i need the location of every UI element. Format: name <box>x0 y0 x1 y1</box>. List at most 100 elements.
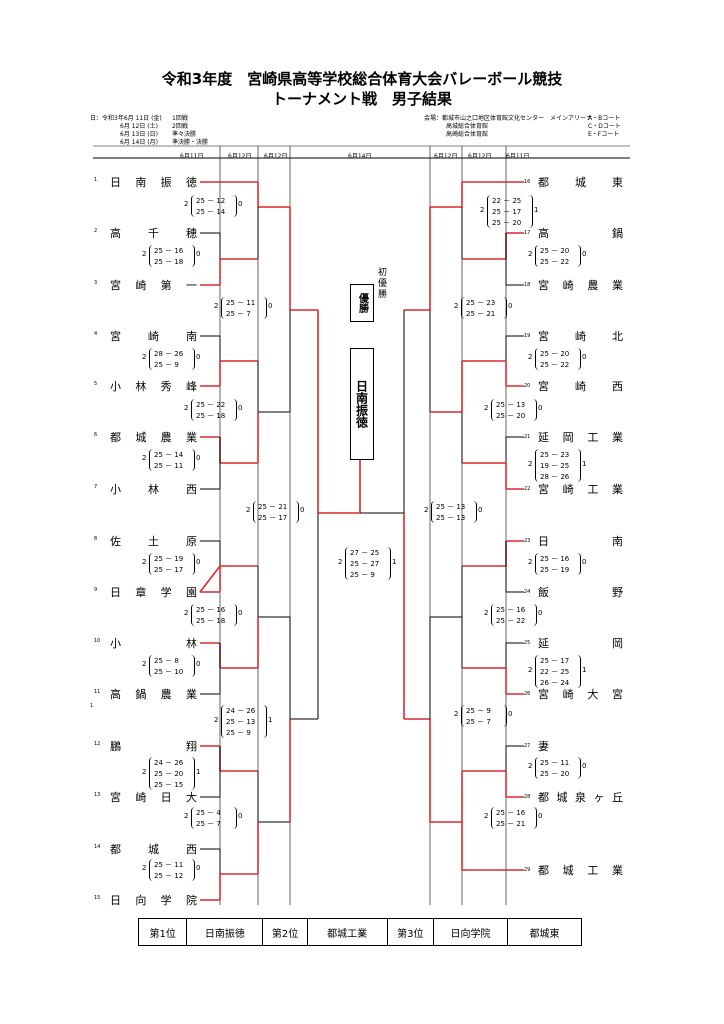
set-score: 25 － 13 <box>226 718 256 726</box>
sets-won: 2 <box>142 353 147 361</box>
team-name: 宮崎農業 <box>538 279 624 292</box>
sets-lost: 0 <box>238 609 243 617</box>
set-score: 25 － 11 <box>154 861 184 869</box>
team-seed: 5 <box>94 381 98 387</box>
sets-won: 2 <box>528 250 533 258</box>
set-score: 25 － 21 <box>466 310 496 318</box>
set-score: 25 － 18 <box>196 412 226 420</box>
team-name: 小林秀峰 <box>110 380 198 393</box>
team-seed: 2 <box>94 228 98 234</box>
team-seed: 6 <box>94 432 98 438</box>
team-name: 都城西 <box>110 843 198 856</box>
sets-won: 2 <box>214 715 219 724</box>
score-bracket <box>253 501 299 523</box>
sets-won: 2 <box>142 767 147 776</box>
set-score: 25 － 21 <box>258 503 288 511</box>
team-name: 佐土原 <box>110 535 198 548</box>
team-seed: 9 <box>94 587 98 593</box>
sets-lost: 0 <box>238 812 243 820</box>
sets-won: 2 <box>528 665 533 674</box>
sets-won: 2 <box>338 557 343 566</box>
team-seed: 17 <box>524 230 531 236</box>
sets-lost: 0 <box>508 302 513 310</box>
set-score: 25 － 11 <box>540 759 570 767</box>
set-score: 28 － 26 <box>154 350 184 358</box>
score-bracket <box>491 604 537 626</box>
set-score: 25 － 13 <box>436 514 466 522</box>
set-score: 19 － 25 <box>540 462 570 470</box>
team-name: 宮崎北 <box>538 330 624 343</box>
sets-won: 2 <box>528 459 533 468</box>
schedule-date: 6月 12日 (土) <box>120 123 158 130</box>
set-score: 25 － 23 <box>540 451 570 459</box>
team-name: 宮崎南 <box>110 330 198 343</box>
team-name: 日向学院 <box>110 894 198 907</box>
score-bracket <box>149 757 195 790</box>
set-score: 25 － 17 <box>492 208 522 216</box>
schedule-date: 6月 14日 (月) <box>120 139 158 146</box>
score-bracket <box>191 604 237 626</box>
score-bracket <box>221 705 267 738</box>
set-score: 25 － 10 <box>154 668 184 676</box>
sets-lost: 0 <box>196 660 201 668</box>
date-label: 6月12日 <box>434 153 458 160</box>
team-seed: 4 <box>94 331 98 337</box>
score-bracket <box>149 859 195 881</box>
final-standings: 第1位 日南振徳 第2位 都城工業 第3位 日向学院 都城東 <box>138 918 582 946</box>
team-seed: 21 <box>524 434 531 440</box>
sets-lost: 0 <box>238 200 243 208</box>
place-label: 第2位 <box>263 919 308 945</box>
sets-lost: 1 <box>582 459 587 468</box>
sets-lost: 0 <box>582 558 587 566</box>
sets-won: 2 <box>480 205 485 214</box>
team-seed: 14 <box>94 844 101 850</box>
champion-label: 優勝 <box>350 284 374 322</box>
set-score: 25 － 9 <box>154 361 179 369</box>
page-subtitle: トーナメント戦 男子結果 <box>271 90 452 108</box>
set-score: 25 － 17 <box>540 657 570 665</box>
set-score: 25 － 22 <box>540 258 570 266</box>
team-seed: 26 <box>524 691 531 697</box>
sets-lost: 0 <box>538 404 543 412</box>
set-score: 25 － 22 <box>196 401 226 409</box>
sets-lost: 1 <box>582 665 587 674</box>
bracket-line <box>199 565 221 593</box>
venue-courts: E・Fコート <box>588 131 620 138</box>
sets-won: 2 <box>528 558 533 566</box>
place-team: 都城東 <box>529 928 560 940</box>
sets-lost: 0 <box>196 558 201 566</box>
set-score: 25 － 8 <box>154 657 179 665</box>
score-bracket <box>149 245 195 267</box>
set-score: 25 － 20 <box>492 219 522 227</box>
sets-won: 2 <box>214 302 219 310</box>
score-bracket <box>535 449 581 482</box>
sets-lost: 0 <box>582 353 587 361</box>
set-score: 25 － 14 <box>154 451 184 459</box>
set-score: 25 － 20 <box>540 247 570 255</box>
sets-won: 2 <box>142 250 147 258</box>
sets-lost: 0 <box>582 762 587 770</box>
sets-won: 2 <box>142 864 147 872</box>
team-name: 日南振徳 <box>110 176 198 189</box>
team-seed: 25 <box>524 640 531 646</box>
set-score: 25 － 18 <box>196 617 226 625</box>
set-score: 24 － 26 <box>154 759 184 767</box>
date-label: 6月11日 <box>180 153 204 160</box>
team-name: 宮崎大宮 <box>538 688 624 701</box>
team-seed: 15 <box>94 895 101 901</box>
score-bracket <box>491 399 537 421</box>
date-label: 6月14日 <box>348 153 372 160</box>
team-name: 鵬翔 <box>110 740 198 753</box>
team-seed: 27 <box>524 743 531 749</box>
set-score: 25 － 17 <box>258 514 288 522</box>
set-score: 25 － 16 <box>496 809 526 817</box>
team-name: 延岡工業 <box>538 431 624 444</box>
score-bracket <box>191 807 237 829</box>
score-bracket <box>149 553 195 575</box>
champion-team: 日南振徳 <box>350 348 374 460</box>
sets-won: 2 <box>184 812 189 820</box>
sets-lost: 0 <box>196 353 201 361</box>
team-seed: 23 <box>524 538 531 544</box>
set-score: 25 － 13 <box>436 503 466 511</box>
venue-name: 高城総合体育館 <box>446 123 489 130</box>
